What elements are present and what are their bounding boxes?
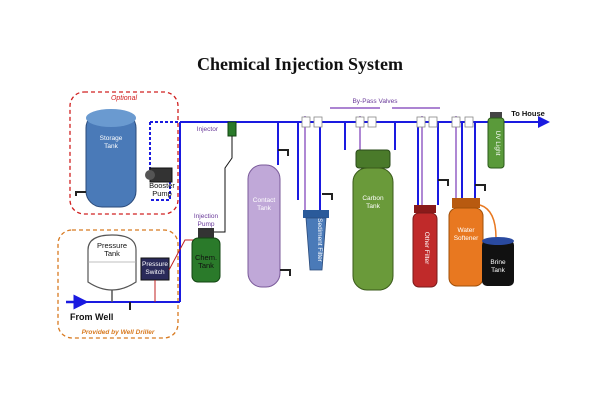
other-filter: Other Filter	[412, 205, 438, 288]
storage-faucet-icon	[75, 191, 86, 196]
carbon-tank: Carbon Tank	[352, 149, 394, 291]
storage-tank-label-2: Tank	[104, 143, 118, 150]
storage-tank-label-1: Storage	[100, 135, 123, 142]
driller-region	[57, 229, 179, 339]
optional-region	[69, 91, 179, 215]
brine-tank: Brine Tank	[482, 237, 514, 286]
bypass-valves-label: By-Pass Valves	[352, 98, 398, 105]
brine-tank-label-1: Brine	[490, 259, 506, 266]
pressure-switch-label-2: Switch	[145, 269, 165, 276]
carbon-tank-label-2: Tank	[366, 203, 380, 210]
provided-by-label: Provided by Well Driller	[82, 329, 155, 336]
booster-pump-label-1: Booster	[149, 181, 175, 190]
water-softener-label-1: Water	[457, 227, 475, 234]
injector-label: Injector	[197, 126, 219, 133]
pressure-tank: Pressure Tank	[87, 234, 137, 302]
sediment-filter: Sediment Filter	[303, 210, 329, 271]
from-well-label: From Well	[70, 312, 113, 322]
pressure-switch-label-1: Pressure	[142, 261, 168, 268]
contact-faucet-icon	[280, 269, 291, 276]
uv-light-label: UV Light	[494, 131, 501, 156]
chem-tank: Chem. Tank	[191, 237, 221, 283]
other-faucet-icon	[438, 179, 449, 186]
pressure-tank-label-2: Tank	[104, 249, 120, 258]
softener-faucet-icon	[475, 184, 486, 191]
contact-top-faucet-icon	[278, 149, 289, 156]
diagram-title: Chemical Injection System	[197, 54, 403, 74]
injection-pump-label-2: Pump	[198, 221, 215, 228]
injection-pump-label-1: Injection	[194, 213, 219, 220]
injection-pump: Injection Pump	[194, 213, 219, 238]
contact-tank-label-2: Tank	[257, 205, 271, 212]
chem-tank-label-1: Chem.	[195, 253, 217, 262]
sediment-filter-label: Sediment Filter	[316, 218, 323, 263]
booster-pump-label-2: Pump	[152, 189, 172, 198]
pressure-tank-label-1: Pressure	[97, 241, 127, 250]
sediment-faucet-icon	[322, 193, 333, 200]
contact-tank-label-1: Contact	[253, 197, 276, 204]
storage-tank: Storage Tank	[85, 109, 137, 208]
brine-tank-label-2: Tank	[491, 267, 505, 274]
contact-tank: Contact Tank	[247, 164, 281, 288]
other-filter-label: Other Filter	[423, 232, 430, 265]
chem-tank-label-2: Tank	[198, 261, 214, 270]
booster-pump: Booster Pump	[145, 167, 175, 198]
to-house-label: To House	[511, 109, 545, 118]
uv-light: UV Light	[487, 112, 505, 169]
carbon-tank-label-1: Carbon	[362, 195, 384, 202]
water-softener-label-2: Softener	[454, 235, 479, 242]
optional-label: Optional	[111, 95, 138, 102]
bypass-valve-markers	[301, 116, 474, 128]
injector: Injector	[197, 121, 237, 233]
bypass-lines	[304, 107, 457, 212]
